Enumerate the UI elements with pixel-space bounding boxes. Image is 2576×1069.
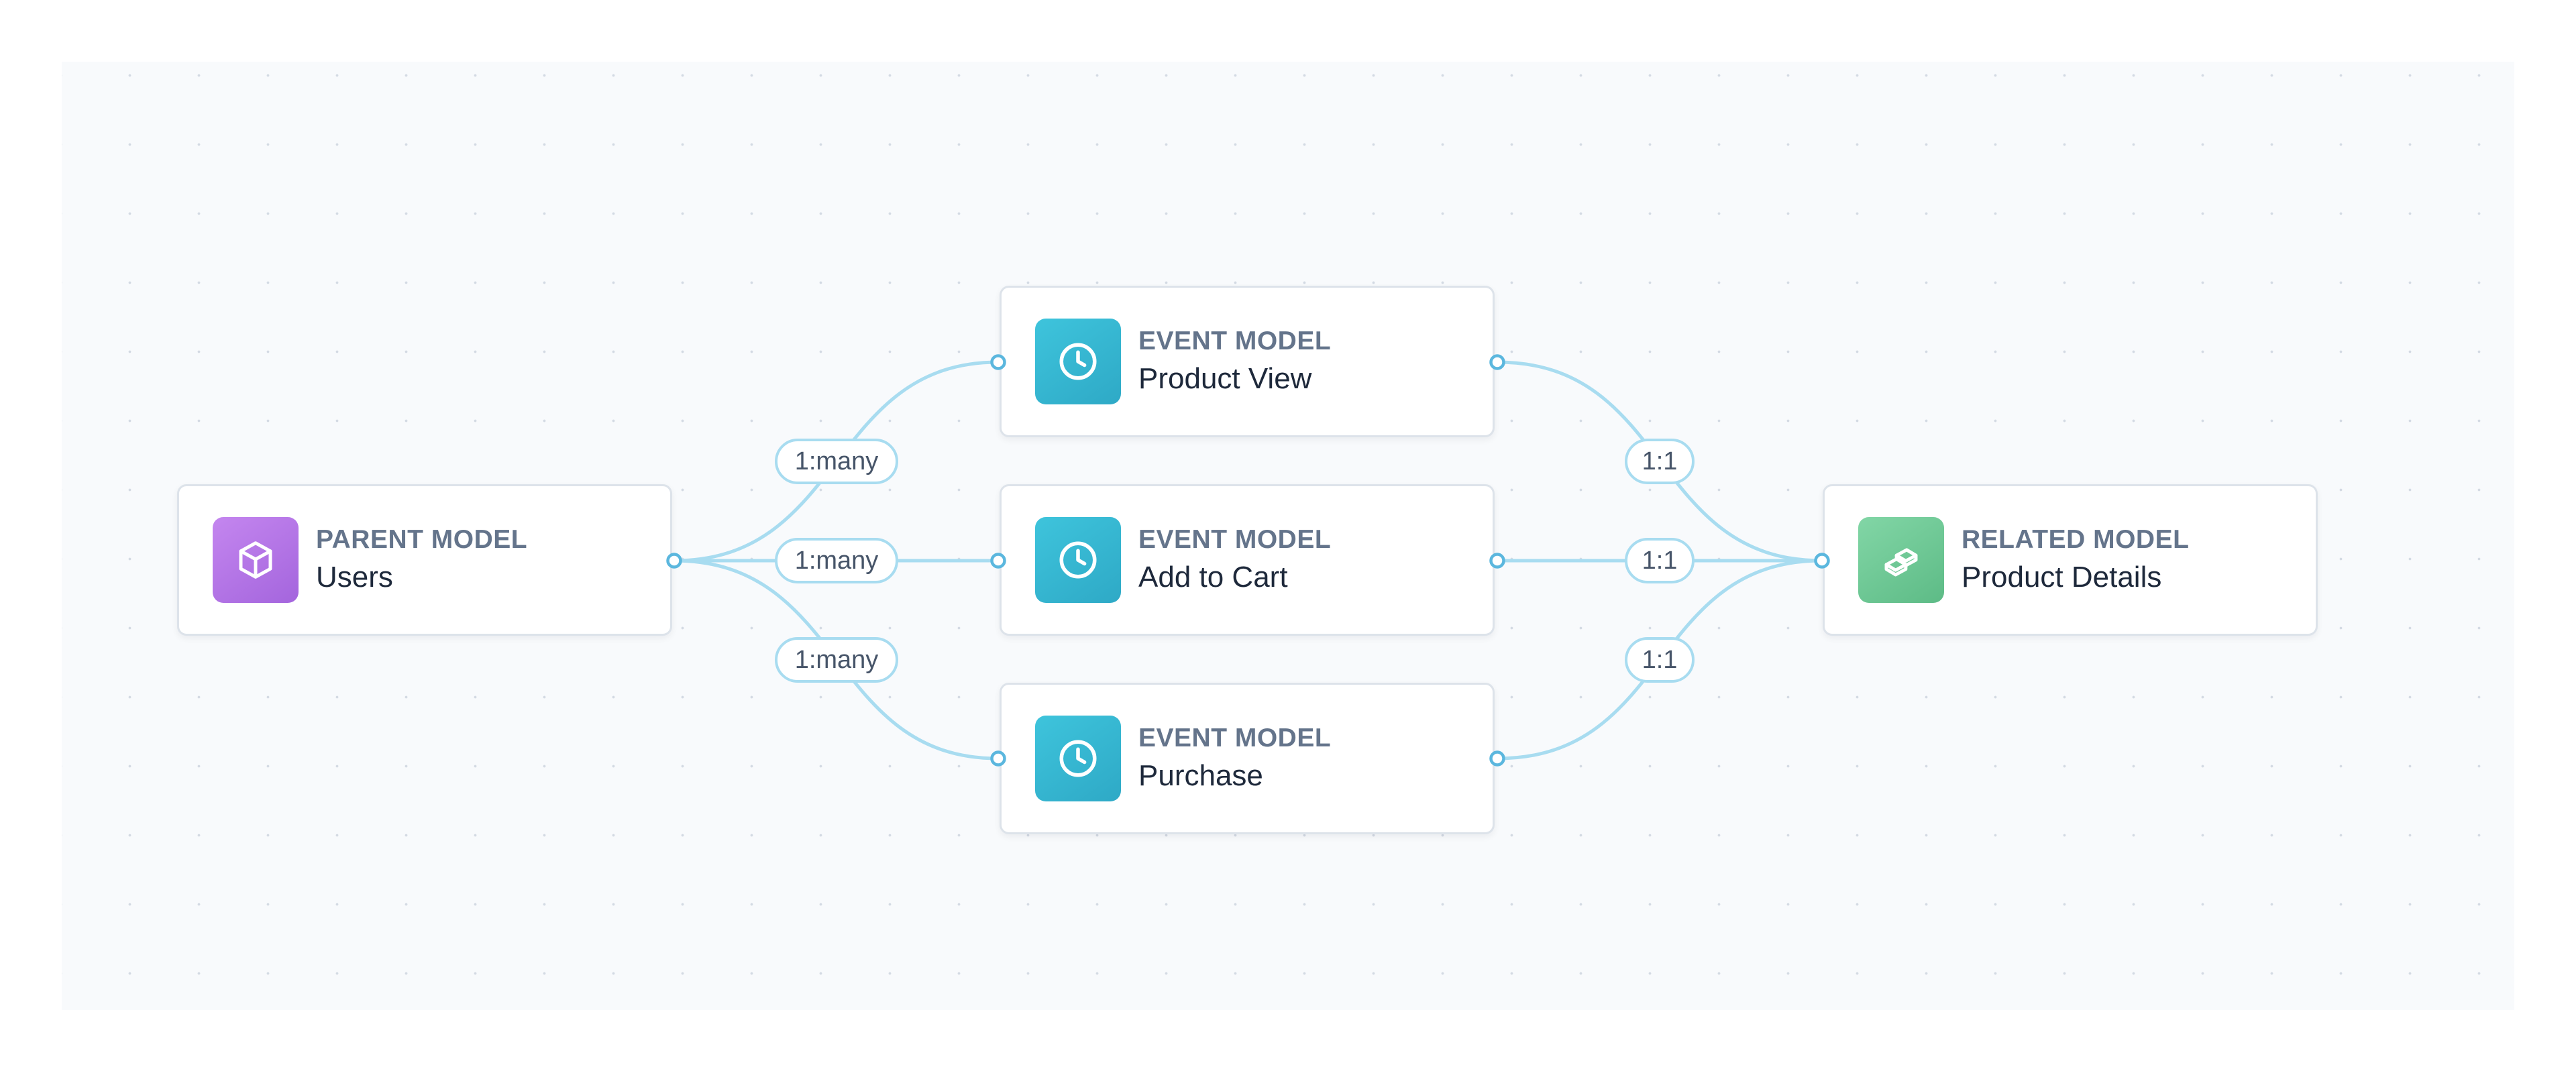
node-parent-users[interactable]: PARENT MODEL Users (177, 484, 672, 636)
edge-label-users-add-to-cart[interactable]: 1:many (775, 538, 898, 583)
clock-icon (1035, 716, 1121, 801)
product-view-source-handle[interactable] (1489, 354, 1505, 370)
product-view-target-handle[interactable] (990, 354, 1006, 370)
add-to-cart-source-handle[interactable] (1489, 553, 1505, 569)
node-event-product-view[interactable]: EVENT MODEL Product View (1000, 286, 1495, 437)
cube-icon (213, 517, 299, 603)
node-title: Purchase (1138, 759, 1263, 792)
node-title: Users (316, 561, 393, 594)
edge-label-add-to-cart-details[interactable]: 1:1 (1625, 538, 1695, 583)
users-source-handle[interactable] (666, 553, 682, 569)
clock-icon (1035, 319, 1121, 404)
edge-label-product-view-details[interactable]: 1:1 (1625, 439, 1695, 484)
node-event-purchase[interactable]: EVENT MODEL Purchase (1000, 683, 1495, 834)
purchase-target-handle[interactable] (990, 750, 1006, 767)
node-related-product-details[interactable]: RELATED MODEL Product Details (1823, 484, 2318, 636)
node-kind-label: EVENT MODEL (1138, 525, 1332, 554)
edge-label-purchase-details[interactable]: 1:1 (1625, 637, 1695, 683)
node-kind-label: PARENT MODEL (316, 525, 528, 554)
node-kind-label: RELATED MODEL (1962, 525, 2190, 554)
node-kind-label: EVENT MODEL (1138, 724, 1332, 752)
node-event-add-to-cart[interactable]: EVENT MODEL Add to Cart (1000, 484, 1495, 636)
add-to-cart-target-handle[interactable] (990, 553, 1006, 569)
node-title: Product Details (1962, 561, 2162, 594)
edge-label-users-product-view[interactable]: 1:many (775, 439, 898, 484)
product-details-target-handle[interactable] (1814, 553, 1830, 569)
stacked-cards-icon (1858, 517, 1944, 603)
purchase-source-handle[interactable] (1489, 750, 1505, 767)
node-title: Product View (1138, 362, 1312, 395)
clock-icon (1035, 517, 1121, 603)
edge-label-users-purchase[interactable]: 1:many (775, 637, 898, 683)
node-kind-label: EVENT MODEL (1138, 327, 1332, 355)
node-title: Add to Cart (1138, 561, 1288, 594)
